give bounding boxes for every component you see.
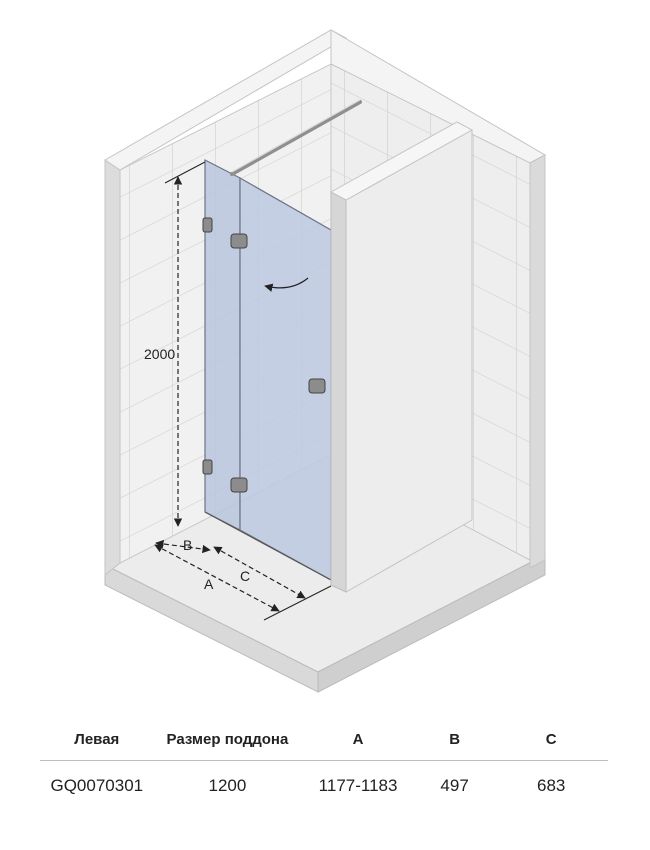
dimension-c-label: C xyxy=(240,568,250,584)
cell-c: 683 xyxy=(537,776,566,795)
dimension-b-label: B xyxy=(183,537,192,553)
dimension-a-label: A xyxy=(204,576,214,592)
header-b: B xyxy=(414,718,495,761)
header-tray-size: Размер поддона xyxy=(153,718,302,761)
left-wall-thickness xyxy=(104,159,121,577)
dimension-right-tick xyxy=(263,585,332,621)
stabilizer-bar xyxy=(230,100,362,176)
door-swing-arrow xyxy=(264,277,309,292)
wall-clamp-bottom xyxy=(202,459,213,475)
table-row: GQ0070301 1200 1177-1183 497 683 xyxy=(40,761,608,812)
door-hinge-top xyxy=(230,233,248,249)
height-dimension-top-tick xyxy=(164,161,206,184)
door-hinge-bottom xyxy=(230,477,248,493)
wall-clamp-top xyxy=(202,217,213,233)
spec-table: Левая Размер поддона A B C GQ0070301 120… xyxy=(40,718,608,811)
partition-wall-face xyxy=(345,129,473,593)
height-dimension-label: 2000 xyxy=(144,346,175,362)
fixed-glass-panel xyxy=(204,159,241,531)
cell-a: 1177-1183 xyxy=(318,776,398,795)
cell-b: 497 xyxy=(440,776,469,795)
partition-wall-edge xyxy=(330,191,347,593)
left-wall-top xyxy=(104,29,348,171)
floor-slab-front-right xyxy=(317,554,546,693)
partition-wall-top xyxy=(329,121,474,201)
door-handle xyxy=(308,378,326,394)
header-a: A xyxy=(301,718,415,761)
spec-table-header-row: Левая Размер поддона A B C xyxy=(40,718,608,761)
cell-tray-size: 1200 xyxy=(208,776,247,795)
shower-door-diagram: 2000 B C A xyxy=(103,29,547,693)
header-left-model: Левая xyxy=(40,718,154,761)
cell-model-code: GQ0070301 xyxy=(50,776,144,795)
header-c: C xyxy=(494,718,608,761)
stabilizer-bar-highlight xyxy=(231,99,361,173)
back-wall-thickness xyxy=(529,154,546,569)
